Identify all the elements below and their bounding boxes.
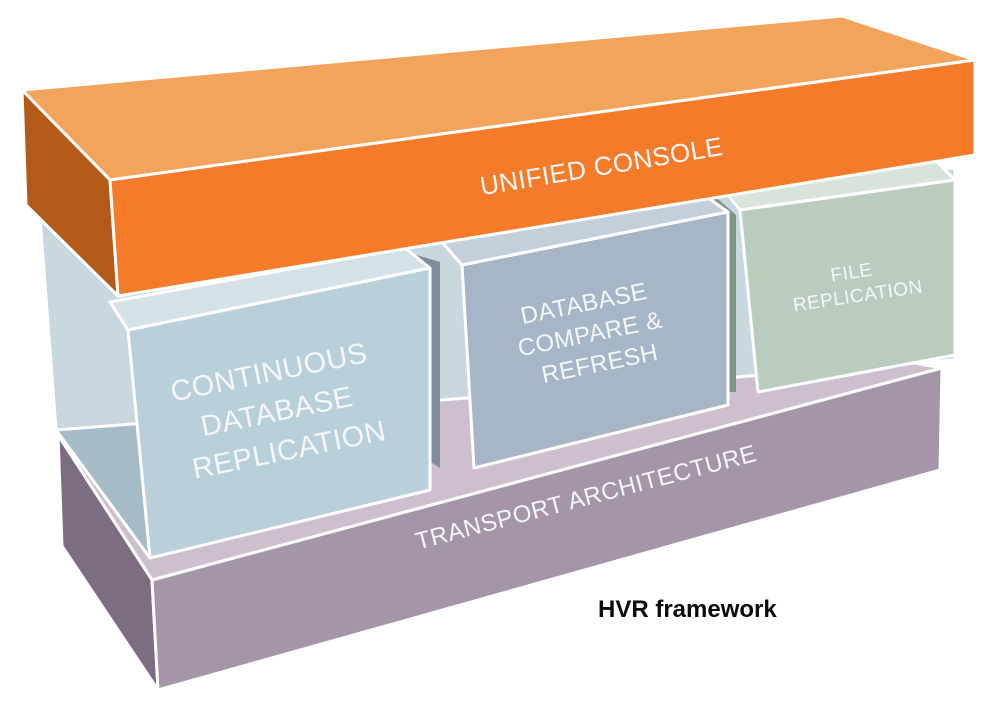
unified-console-layer: UNIFIED CONSOLE [20,14,977,298]
file-replication-module: FILE REPLICATION [718,158,957,394]
compare-front-face [460,210,730,470]
transport-front-face [150,366,944,692]
continuous-front-face [126,266,432,560]
file-front-face [738,178,957,394]
continuous-database-replication-module: CONTINUOUS DATABASE REPLICATION [108,246,432,560]
diagram-caption: HVR framework [598,596,777,623]
database-compare-refresh-module: DATABASE COMPARE & REFRESH [438,190,730,470]
console-front-face [108,58,977,298]
